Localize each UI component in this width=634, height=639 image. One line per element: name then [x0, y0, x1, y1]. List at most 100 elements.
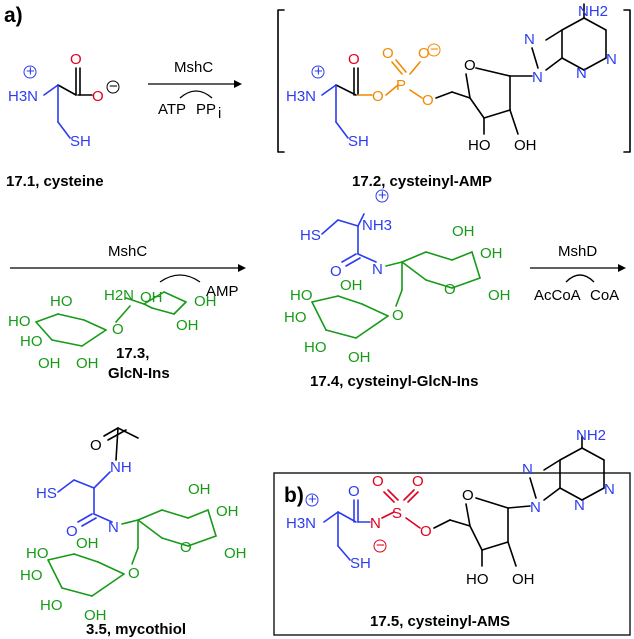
- atom-h3n: H3N: [8, 88, 38, 105]
- cysteinyl-amp-structure: H3N + O O P O O − O O HO OH N N: [277, 3, 631, 154]
- atom-o: O: [412, 473, 424, 490]
- cysteine-structure: H3N + O O − SH: [8, 51, 120, 150]
- atom-oh: OH: [488, 287, 511, 304]
- atom-ho: HO: [8, 313, 31, 330]
- minus-charge-icon: [373, 539, 387, 553]
- atom-oh: OH: [348, 349, 371, 366]
- byproduct-pp: PP: [196, 101, 216, 118]
- panel-b-box: [273, 472, 631, 636]
- atom-oh: OH: [84, 607, 107, 624]
- atom-nh3: NH3: [362, 217, 392, 234]
- atom-oh: OH: [452, 223, 475, 240]
- atom-ho: HO: [284, 309, 307, 326]
- atom-n9: N: [530, 499, 541, 516]
- atom-o: O: [90, 437, 102, 454]
- atom-o-bridge: O: [372, 88, 384, 105]
- atom-oh: OH: [76, 355, 99, 372]
- reaction-arrow-1: MshC ATP PP i: [148, 59, 242, 122]
- compound-label-17-4: 17.4, cysteinyl-GlcN-Ins: [310, 373, 478, 390]
- atom-oh: OH: [38, 355, 61, 372]
- atom-o: O: [330, 263, 342, 280]
- atom-oh: OH: [514, 137, 537, 154]
- atom-oh: OH: [188, 481, 211, 498]
- minus-sign: −: [109, 78, 118, 95]
- atom-oh: OH: [176, 317, 199, 334]
- compound-label-3-5: 3.5, mycothiol: [86, 621, 186, 638]
- atom-oh: OH: [216, 503, 239, 520]
- cysteinyl-ams-structure: H3N + O N − S O O O O HO OH N: [286, 427, 615, 588]
- atom-s: S: [392, 505, 402, 522]
- atom-n3: N: [574, 497, 585, 514]
- reagent-accoa: AcCoA: [534, 287, 581, 304]
- atom-n3: N: [576, 65, 587, 82]
- atom-oh: OH: [140, 289, 163, 306]
- reaction-arrow-2: MshC AMP: [10, 243, 246, 300]
- minus-charge-icon: [106, 80, 120, 94]
- plus-sign: +: [314, 63, 323, 80]
- atom-o: O: [372, 473, 384, 490]
- byproduct-amp: AMP: [206, 283, 239, 300]
- atom-oh: OH: [340, 277, 363, 294]
- byproduct-pp-sub: i: [218, 105, 221, 122]
- atom-n1: N: [606, 51, 617, 68]
- plus-charge-icon: [311, 65, 325, 79]
- atom-p: P: [396, 77, 406, 94]
- minus-sign: −: [376, 537, 385, 554]
- atom-ho: HO: [40, 597, 63, 614]
- panel-b-label: b): [284, 484, 304, 507]
- cysteinyl-glcn-ins-structure: HS NH3 + O N O OH OH OH O HO HO: [284, 187, 511, 366]
- plus-sign: +: [378, 187, 387, 204]
- atom-o: O: [112, 321, 124, 338]
- atom-o: O: [348, 483, 360, 500]
- atom-n1: N: [604, 481, 615, 498]
- atom-h3n: H3N: [286, 515, 316, 532]
- atom-oh: OH: [512, 571, 535, 588]
- atom-o-link: O: [392, 307, 404, 324]
- byproduct-coa: CoA: [590, 287, 619, 304]
- atom-n: N: [372, 261, 383, 278]
- atom-n7: N: [524, 31, 535, 48]
- atom-o: O: [348, 51, 360, 68]
- plus-charge-icon: [375, 189, 389, 203]
- plus-sign: +: [308, 491, 317, 508]
- atom-nh2: NH2: [576, 427, 606, 444]
- atom-ho: HO: [290, 287, 313, 304]
- minus-sign: −: [430, 41, 439, 58]
- atom-h2n: H2N: [104, 287, 134, 304]
- atom-nh2: NH2: [578, 3, 608, 20]
- atom-o-ring: O: [462, 487, 474, 504]
- atom-sh: SH: [348, 133, 369, 150]
- enzyme-mshc-2: MshC: [108, 243, 147, 260]
- atom-o-double: O: [382, 45, 394, 62]
- compound-label-17-3-line2: GlcN-Ins: [108, 365, 170, 382]
- atom-ho: HO: [20, 567, 43, 584]
- atom-o-ring: O: [180, 539, 192, 556]
- atom-sh: SH: [70, 133, 91, 150]
- atom-hs: HS: [300, 227, 321, 244]
- atom-o: O: [66, 523, 78, 540]
- atom-h3n: H3N: [286, 88, 316, 105]
- compound-label-17-3-line1: 17.3,: [116, 345, 149, 362]
- glcn-ins-structure: H2N OH OH OH O HO HO OH OH HO: [8, 287, 217, 372]
- atom-ho: HO: [50, 293, 73, 310]
- atom-sh: SH: [350, 555, 371, 572]
- atom-o-ester: O: [420, 523, 432, 540]
- plus-sign: +: [26, 63, 35, 80]
- compound-label-17-5: 17.5, cysteinyl-AMS: [370, 613, 510, 630]
- atom-n: N: [108, 519, 119, 536]
- enzyme-mshd: MshD: [558, 243, 597, 260]
- minus-charge-icon: [427, 43, 441, 57]
- atom-nh: NH: [110, 459, 132, 476]
- atom-o-ring: O: [464, 57, 476, 74]
- atom-ho: HO: [20, 333, 43, 350]
- atom-n9: N: [532, 69, 543, 86]
- atom-oh: OH: [194, 293, 217, 310]
- compound-label-17-2: 17.2, cysteinyl-AMP: [352, 173, 492, 190]
- atom-o-link: O: [128, 565, 140, 582]
- atom-n-sulfamate: N: [370, 515, 381, 532]
- atom-n7: N: [522, 461, 533, 478]
- enzyme-mshc-1: MshC: [174, 59, 213, 76]
- atom-oh: OH: [224, 545, 247, 562]
- atom-ho: HO: [26, 545, 49, 562]
- atom-ho: HO: [468, 137, 491, 154]
